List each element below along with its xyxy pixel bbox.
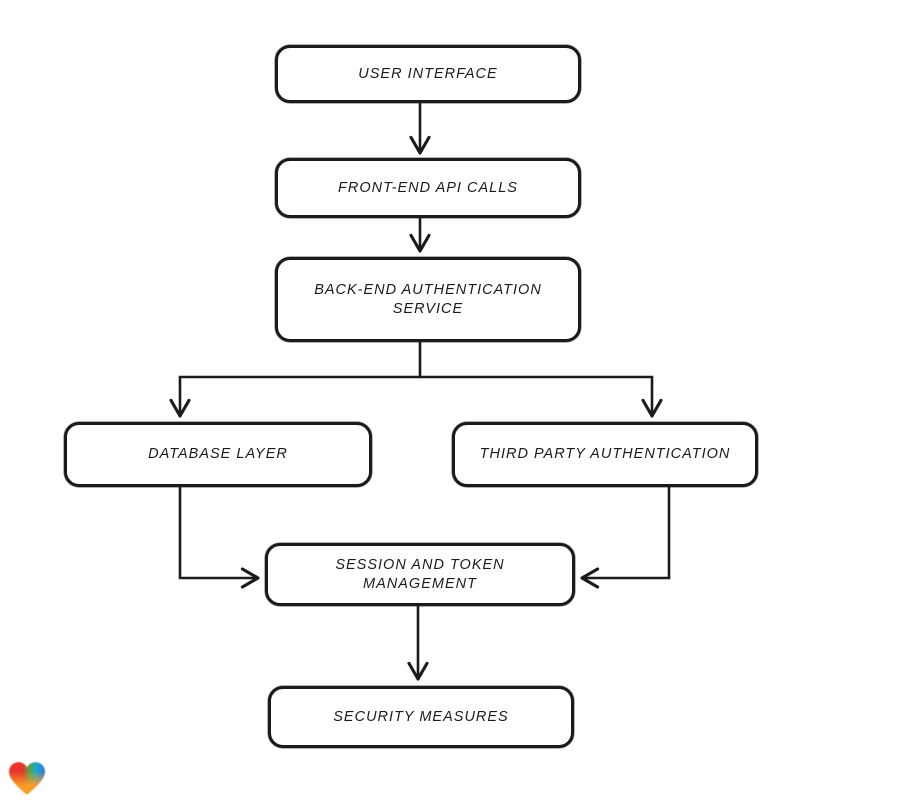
- node-label-third-party-authentication: THIRD PARTY AUTHENTICATION: [479, 446, 731, 463]
- edge-database-layer-to-session-and-token-management: [178, 485, 260, 589]
- node-label-security-measures: SECURITY MEASURES: [333, 708, 509, 725]
- flow-node-user-interface: USER INTERFACE: [275, 45, 581, 103]
- node-label-session-and-token-management: SESSION AND TOKEN MANAGEMENT: [335, 556, 505, 592]
- flow-node-front-end-api-calls: FRONT-END API CALLS: [275, 158, 581, 218]
- node-label-user-interface: USER INTERFACE: [358, 65, 498, 82]
- node-label-back-end-authentication-service: BACK-END AUTHENTICATION SERVICE: [314, 281, 542, 317]
- flow-node-third-party-authentication: THIRD PARTY AUTHENTICATION: [452, 422, 758, 487]
- flow-node-security-measures: SECURITY MEASURES: [268, 686, 574, 748]
- edge-third-party-authentication-to-session-and-token-management: [580, 485, 671, 589]
- edge-back-end-authentication-service-to-third-party-authentication: [418, 375, 663, 418]
- edge-back-end-authentication-service-to-database-layer: [169, 340, 422, 418]
- flow-node-session-and-token-management: SESSION AND TOKEN MANAGEMENT: [265, 543, 575, 606]
- flow-node-back-end-authentication-service: BACK-END AUTHENTICATION SERVICE: [275, 257, 581, 342]
- node-label-database-layer: DATABASE LAYER: [148, 446, 288, 463]
- node-label-front-end-api-calls: FRONT-END API CALLS: [338, 179, 518, 196]
- flow-node-database-layer: DATABASE LAYER: [64, 422, 372, 487]
- gradient-heart-logo-icon: [9, 762, 45, 795]
